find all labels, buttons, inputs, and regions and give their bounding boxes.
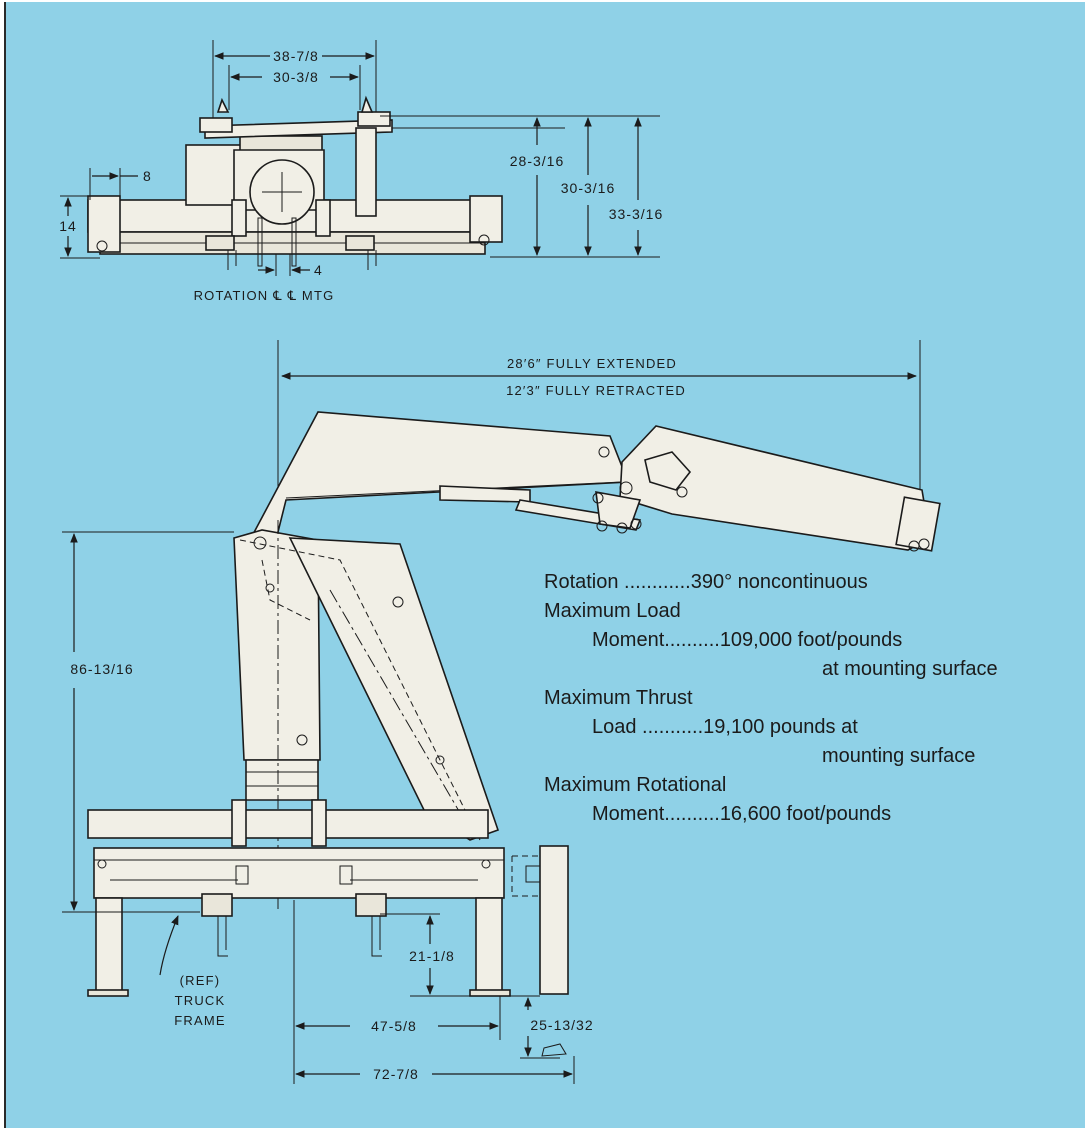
dim-86-13-16: 86-13/16: [70, 661, 133, 677]
spec-load-moment: Moment..........109,000 foot/pounds: [592, 629, 902, 651]
fully-retracted-label: 12′3″ FULLY RETRACTED: [506, 383, 686, 398]
spec-load-surface: at mounting surface: [822, 658, 998, 680]
spec-max-thrust: Maximum Thrust: [544, 687, 693, 709]
spec-max-rotational: Maximum Rotational: [544, 774, 726, 796]
spec-rotation: Rotation ............390° noncontinuous: [544, 571, 868, 593]
top-view: 38-7/8 30-3/8: [59, 40, 663, 303]
spec-rotational-moment: Moment..........16,600 foot/pounds: [592, 803, 891, 825]
truck-label: TRUCK: [175, 993, 226, 1008]
dim-21-1-8: 21-1/8: [409, 948, 455, 964]
fully-extended-label: 28′6″ FULLY EXTENDED: [507, 356, 677, 371]
dim-30-3-8: 30-3/8: [273, 69, 319, 85]
dim-47-5-8: 47-5/8: [371, 1018, 417, 1034]
dim-72-7-8: 72-7/8: [373, 1066, 419, 1082]
side-view: 28′6″ FULLY EXTENDED 12′3″ FULLY RETRACT…: [62, 340, 941, 1084]
spec-max-load: Maximum Load: [544, 600, 681, 622]
dim-33-3-16: 33-3/16: [609, 206, 663, 222]
specifications: Rotation ............390° noncontinuous …: [544, 571, 998, 825]
dim-14: 14: [59, 218, 77, 234]
ref-label: (REF): [180, 973, 221, 988]
dim-8: 8: [143, 168, 152, 184]
rotation-mtg-caption: ROTATION ℄ ℄ MTG: [194, 288, 335, 303]
dim-30-3-16: 30-3/16: [561, 180, 615, 196]
spec-thrust-load: Load ...........19,100 pounds at: [592, 716, 858, 738]
dim-28-3-16: 28-3/16: [510, 153, 564, 169]
dim-38-7-8: 38-7/8: [273, 48, 319, 64]
spec-thrust-surface: mounting surface: [822, 745, 975, 767]
dim-4: 4: [314, 262, 323, 278]
dim-25-13-32: 25-13/32: [530, 1017, 593, 1033]
frame-label: FRAME: [174, 1013, 226, 1028]
